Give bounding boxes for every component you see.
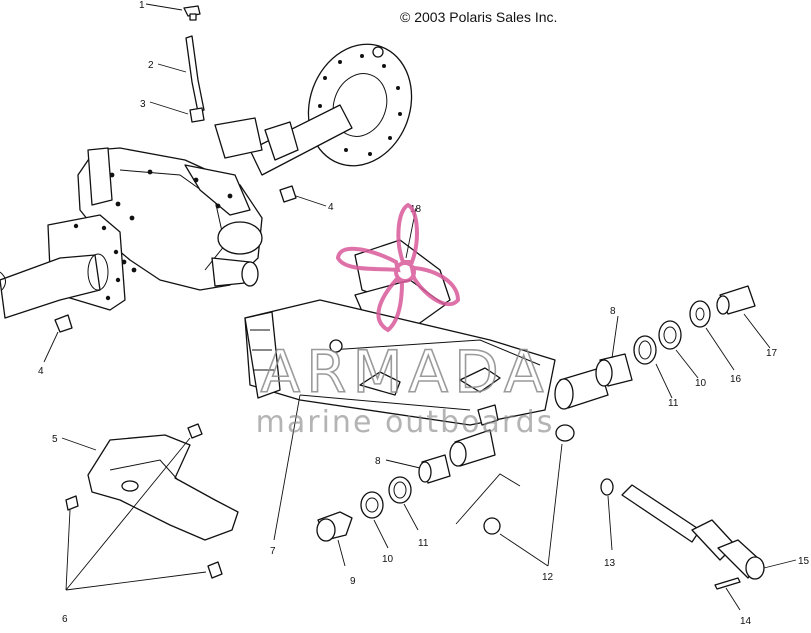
callout-1: 1 xyxy=(139,0,145,11)
callout-labels: 1 2 3 4 4 5 6 7 8 8 9 10 10 11 11 12 13 … xyxy=(38,0,810,627)
bushing-part-8-right xyxy=(595,353,633,387)
hose-part-2 xyxy=(185,35,205,113)
callout-5: 5 xyxy=(52,434,58,445)
callout-9: 9 xyxy=(350,576,356,587)
bolt-part-6-c xyxy=(207,561,223,579)
right-axle-tube xyxy=(214,104,353,176)
bolt-part-1 xyxy=(183,5,201,21)
callout-14: 14 xyxy=(740,616,752,627)
leader-lines xyxy=(43,3,797,611)
callout-11-left: 11 xyxy=(418,538,429,549)
brake-disc xyxy=(307,43,413,167)
callout-3: 3 xyxy=(140,99,146,110)
ring-part-11-right xyxy=(633,335,657,365)
bolt-part-6-b xyxy=(65,495,79,511)
callout-13: 13 xyxy=(604,558,616,569)
callout-10-left: 10 xyxy=(382,554,394,565)
ring-part-11-left xyxy=(388,476,412,504)
copyright-text: © 2003 Polaris Sales Inc. xyxy=(400,9,557,25)
callout-4-lower: 4 xyxy=(38,366,44,377)
callout-18: 18 xyxy=(410,204,422,215)
pivot-bolt-part-17 xyxy=(716,285,756,315)
callout-15: 15 xyxy=(798,556,810,567)
washer-part-16 xyxy=(689,300,711,328)
watermark-tagline: marine outboards xyxy=(256,405,555,440)
differential-housing xyxy=(77,147,263,291)
callout-6: 6 xyxy=(62,614,68,625)
bushing-part-12-small xyxy=(483,517,501,535)
cover-plate-part-5 xyxy=(87,434,239,541)
left-axle-flange xyxy=(0,214,126,319)
bolt-part-6-a xyxy=(187,423,203,439)
callout-4-upper: 4 xyxy=(328,202,334,213)
drive-shaft xyxy=(621,484,765,590)
bushing-part-8-left xyxy=(418,454,451,484)
propeller-logo xyxy=(335,202,461,333)
fitting-part-3 xyxy=(189,107,205,123)
callout-8-right: 8 xyxy=(610,306,616,317)
ring-part-11-small xyxy=(555,424,575,442)
callout-12: 12 xyxy=(542,572,554,583)
callout-16: 16 xyxy=(730,374,742,385)
callout-7: 7 xyxy=(270,546,276,557)
callout-11-right: 11 xyxy=(668,398,679,409)
bolt-part-4-upper xyxy=(279,185,297,203)
bearing-part-10-left xyxy=(360,491,384,519)
callout-2: 2 xyxy=(148,60,154,71)
callout-8-left: 8 xyxy=(375,456,381,467)
callout-10-right: 10 xyxy=(695,378,707,389)
callout-17: 17 xyxy=(766,348,778,359)
watermark-brand: ARMADA xyxy=(260,338,549,406)
bolt-part-4-lower xyxy=(54,314,73,333)
armada-watermark: ARMADA marine outboards xyxy=(256,202,555,440)
pivot-bushing-left xyxy=(449,404,499,467)
bearing-part-10-right xyxy=(658,320,682,350)
snap-ring-part-13 xyxy=(600,478,614,496)
pivot-bolt-part-9 xyxy=(316,511,353,542)
